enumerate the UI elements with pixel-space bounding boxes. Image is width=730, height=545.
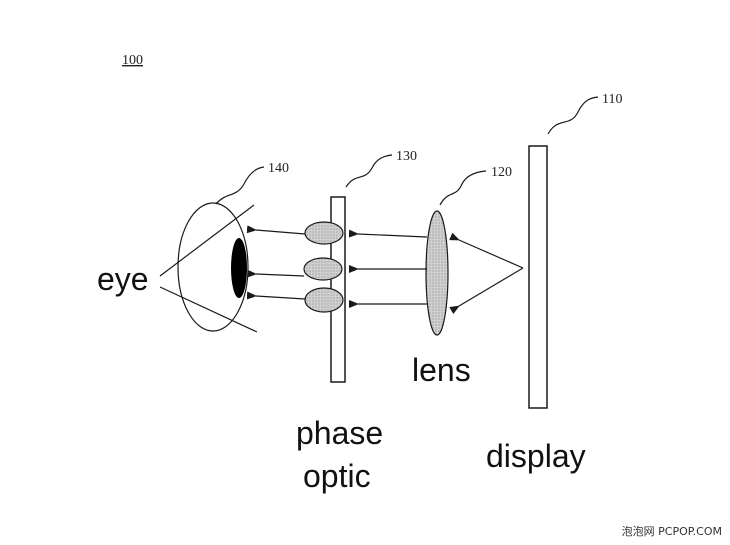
phase-optic-ref-number: 130 [396, 149, 417, 164]
phase-optic-label-line1: phase [296, 415, 383, 451]
display-panel [528, 145, 548, 409]
phase-optic-label-line2: optic [303, 458, 371, 494]
lens-ref-number: 120 [491, 165, 512, 180]
display-ref-number: 110 [602, 92, 622, 107]
pupil [231, 238, 247, 298]
display-leader-line [547, 96, 599, 135]
ray-display-to-lens-bottom [449, 267, 524, 315]
lenslet-bottom [304, 287, 344, 313]
lenslet-middle [303, 257, 343, 281]
display-label: display [486, 438, 586, 474]
ray-optic-to-eye-bottom [246, 291, 306, 300]
eye-pointer-line-upper [159, 204, 255, 277]
lens-leader-line [439, 170, 487, 206]
figure-number: 100 [122, 53, 143, 68]
main-lens [425, 210, 449, 336]
phase-optic-leader-line [345, 154, 393, 188]
lens-label: lens [412, 352, 471, 388]
ray-optic-to-eye-top [246, 225, 306, 235]
eye-label: eye [97, 261, 149, 297]
ray-optic-to-eye-middle [246, 269, 305, 278]
eye-leader-line [215, 166, 265, 205]
watermark: 泡泡网 PCPOP.COM [621, 525, 722, 538]
ray-lens-to-optic-top [348, 229, 428, 238]
eyeball [177, 202, 249, 332]
lenslet-top [304, 221, 344, 245]
eye-ref-number: 140 [268, 161, 289, 176]
eye-pointer-line-lower [159, 286, 258, 333]
ray-display-to-lens-top [449, 232, 524, 269]
